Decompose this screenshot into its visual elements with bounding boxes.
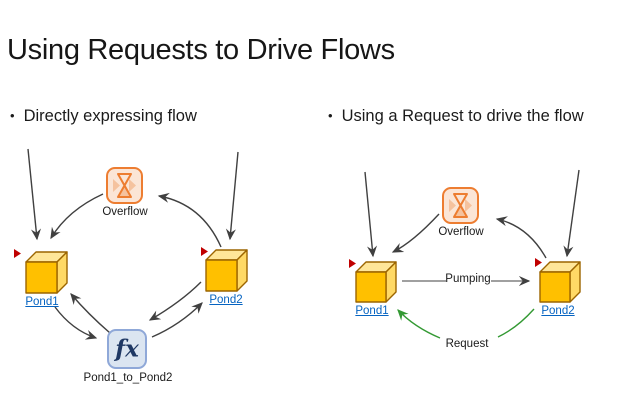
- converter-label: Pond1_to_Pond2: [83, 372, 173, 384]
- pond2-link-right[interactable]: Pond2: [541, 305, 575, 317]
- bullet-directly-expressing-flow: • Directly expressing flow: [10, 107, 197, 126]
- arrow-overflow-to-pond1-left: [50, 193, 104, 240]
- pond1-cube-icon-right[interactable]: [355, 261, 397, 303]
- arrow-pond2-to-overflow-right: [495, 216, 547, 259]
- arrow-converter-to-pond1: [70, 293, 111, 334]
- arrow-pond2-to-overflow-left: [157, 192, 222, 248]
- overflow-label-right: Overflow: [438, 226, 484, 238]
- red-flow-marker-icon: [349, 259, 356, 268]
- red-flow-marker-icon: [201, 247, 208, 256]
- pumping-flow-label: Pumping: [445, 273, 491, 285]
- arrow-overflow-to-pond1-right: [391, 213, 440, 253]
- pond1-link-left[interactable]: Pond1: [25, 296, 59, 308]
- overflow-hourglass-icon-right[interactable]: [442, 187, 479, 224]
- pond1-cube-icon-left[interactable]: [25, 251, 68, 294]
- bullet-left-text: Directly expressing flow: [23, 107, 197, 125]
- inflow-arrow-pond2-left: [225, 151, 239, 241]
- request-flow-label: Request: [445, 338, 489, 350]
- bullet-using-request: • Using a Request to drive the flow: [328, 107, 584, 126]
- overflow-label-left: Overflow: [102, 206, 148, 218]
- bullet-right-text: Using a Request to drive the flow: [341, 107, 584, 125]
- red-flow-marker-icon: [14, 249, 21, 258]
- pond2-cube-icon-right[interactable]: [539, 261, 581, 303]
- request-curve-left-segment: [397, 309, 441, 339]
- bullet-glyph: •: [328, 108, 333, 123]
- inflow-arrow-pond2-right: [563, 169, 580, 258]
- arrow-pond2-to-converter: [148, 281, 202, 321]
- pond1-link-right[interactable]: Pond1: [355, 305, 389, 317]
- inflow-arrow-pond1-right: [364, 171, 378, 258]
- red-flow-marker-icon: [535, 258, 542, 267]
- arrow-converter-to-pond2: [151, 302, 203, 338]
- slide-title: Using Requests to Drive Flows: [7, 34, 395, 66]
- right-diagram: [349, 169, 581, 339]
- left-diagram: [14, 148, 248, 369]
- fx-icon-glyph: fx: [115, 335, 139, 363]
- pond2-link-left[interactable]: Pond2: [209, 294, 243, 306]
- pond2-cube-icon-left[interactable]: [205, 249, 248, 292]
- inflow-arrow-pond1-left: [27, 148, 42, 241]
- overflow-hourglass-icon-left[interactable]: [106, 167, 143, 204]
- arrow-pond1-to-converter: [54, 306, 98, 340]
- bullet-glyph: •: [10, 108, 15, 123]
- request-curve-right-segment: [497, 308, 535, 338]
- converter-fx-icon[interactable]: [107, 329, 147, 369]
